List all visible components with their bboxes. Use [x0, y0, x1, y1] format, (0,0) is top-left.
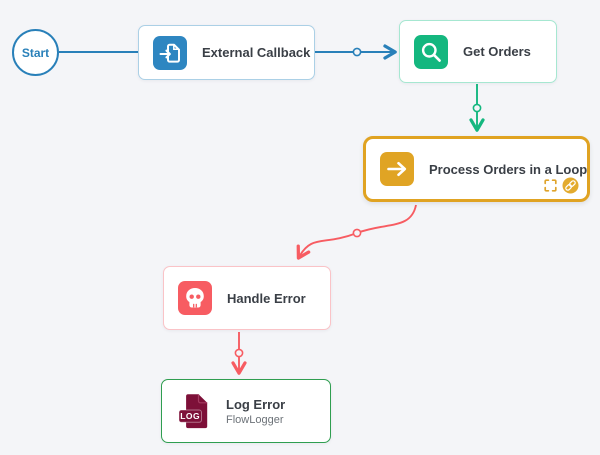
- node-badges: [544, 177, 579, 194]
- log-file-icon: LOG: [176, 391, 214, 431]
- callback-import-icon: [153, 35, 187, 70]
- node-label: Handle Error: [227, 290, 306, 306]
- node-external-callback[interactable]: External Callback: [138, 25, 315, 80]
- node-label: Log Error: [226, 396, 286, 412]
- node-get-orders[interactable]: Get Orders: [399, 20, 557, 83]
- arrow-right-icon: [380, 152, 414, 186]
- start-node-label: Start: [21, 45, 50, 60]
- edge-midpoint-handle[interactable]: [472, 103, 482, 113]
- expand-icon[interactable]: [544, 179, 557, 192]
- node-log-error[interactable]: LOG Log Error FlowLogger: [161, 379, 331, 443]
- edge-midpoint-handle[interactable]: [234, 348, 244, 358]
- node-sublabel: FlowLogger: [226, 413, 284, 426]
- edge-midpoint-handle[interactable]: [352, 47, 362, 57]
- node-label: Get Orders: [463, 44, 531, 59]
- node-label: External Callback: [202, 45, 311, 60]
- start-node[interactable]: Start: [12, 29, 59, 76]
- skull-icon: [178, 281, 212, 315]
- edge-midpoint-handle[interactable]: [352, 228, 362, 238]
- node-handle-error[interactable]: Handle Error: [163, 266, 331, 330]
- search-icon: [414, 34, 448, 69]
- node-text: Log Error FlowLogger: [226, 397, 285, 426]
- node-process-orders-loop[interactable]: Process Orders in a Loop: [363, 136, 590, 202]
- node-label: Process Orders in a Loop: [429, 161, 588, 177]
- log-icon-text: LOG: [180, 411, 200, 421]
- link-badge-icon[interactable]: [562, 177, 579, 194]
